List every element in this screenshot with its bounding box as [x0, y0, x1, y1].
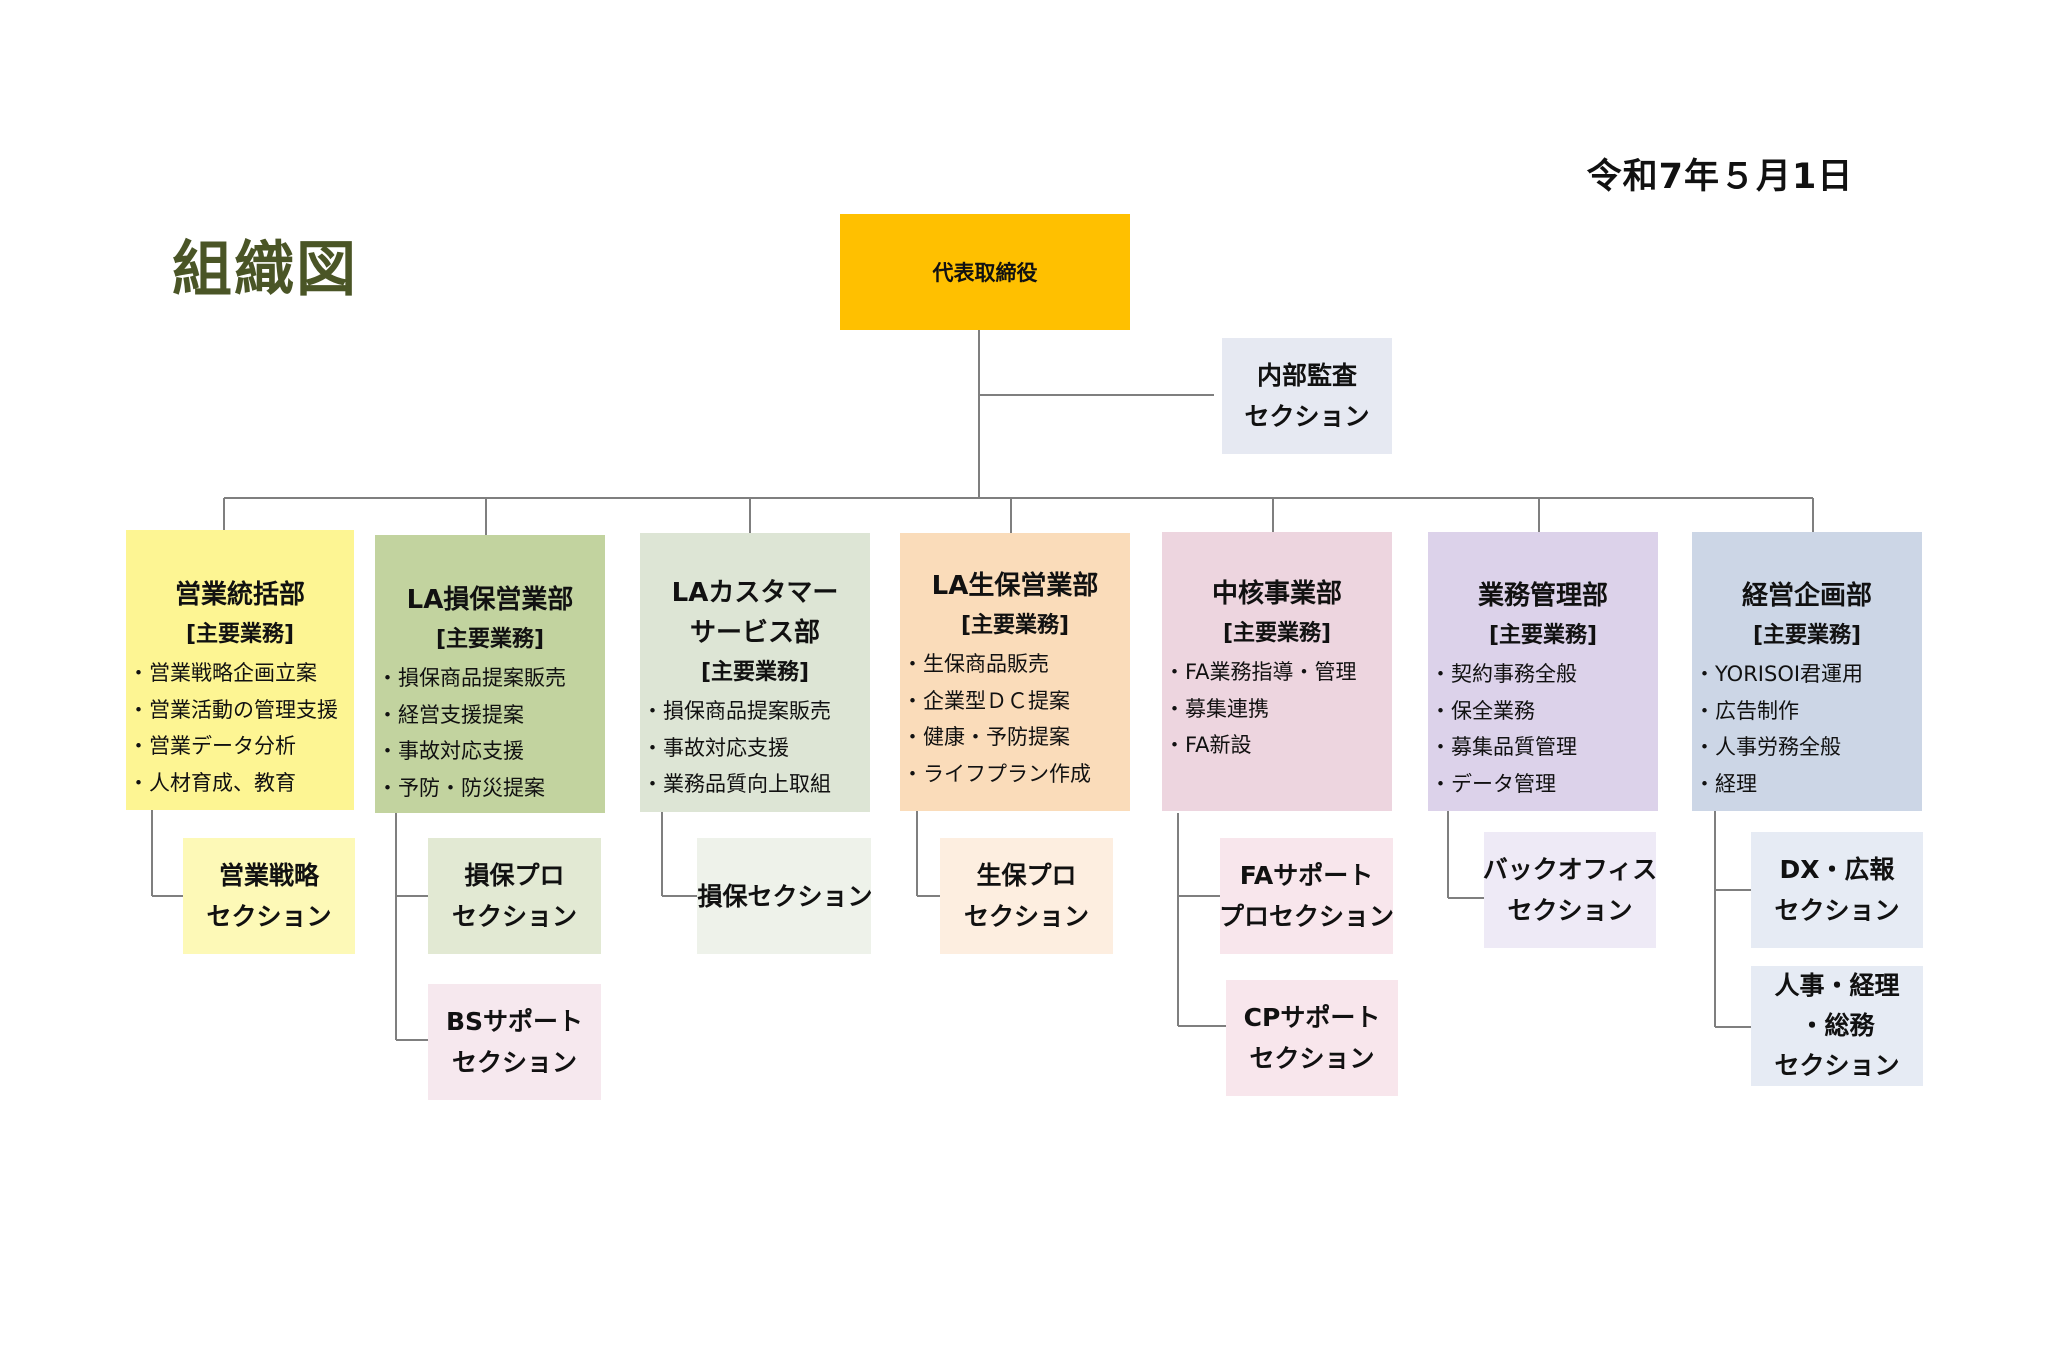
section-label-line-1: 営業戦略 — [218, 861, 319, 890]
department-duties-label: [主要業務] — [1222, 621, 1332, 646]
section-label-line-2: セクション — [451, 902, 577, 931]
duty-item: ・広告制作 — [1694, 698, 1799, 723]
department-duties-label: [主要業務] — [960, 613, 1070, 638]
department-gyomu-kanri: 業務管理部 [主要業務] ・契約事務全般 ・保全業務 ・募集品質管理 ・データ管… — [1428, 532, 1658, 811]
page-title: 組織図 — [172, 235, 358, 305]
duty-item: ・営業データ分析 — [128, 734, 296, 758]
section-label-line-2: ・総務 — [1799, 1011, 1875, 1040]
duty-item: ・契約事務全般 — [1430, 662, 1577, 686]
department-name-line-1: LAカスタマー — [671, 578, 839, 608]
department-duties-list: ・YORISOI君運用 ・広告制作 ・人事労務全般 ・経理 — [1692, 656, 1922, 802]
issue-date: 令和7年５月1日 — [1586, 157, 1854, 197]
department-duties-label: [主要業務] — [1752, 623, 1862, 648]
duty-item: ・生保商品販売 — [902, 652, 1049, 676]
department-name: 業務管理部 — [1477, 581, 1608, 611]
department-la-seiho: LA生保営業部 [主要業務] ・生保商品販売 ・企業型ＤＣ提案 ・健康・予防提案… — [900, 533, 1130, 811]
department-duties-label: [主要業務] — [700, 660, 810, 685]
section-label-line-1: CPサポート — [1243, 1003, 1381, 1032]
audit-section-label-line-2: セクション — [1244, 402, 1370, 431]
department-duties-label: [主要業務] — [435, 627, 545, 652]
section-back-office: バックオフィス セクション — [1482, 832, 1658, 948]
department-duties-list: ・損保商品提案販売 ・経営支援提案 ・事故対応支援 ・予防・防災提案 — [375, 660, 605, 806]
duty-item: ・損保商品提案販売 — [377, 666, 566, 690]
section-label-line-2: セクション — [1774, 896, 1900, 925]
duty-item: ・営業戦略企画立案 — [128, 661, 317, 685]
section-label-line-2: セクション — [206, 902, 332, 931]
section-dx-koho: DX・広報 セクション — [1751, 832, 1923, 948]
duty-item: ・YORISOI君運用 — [1694, 662, 1864, 686]
section-sonpo: 損保セクション — [697, 838, 873, 954]
department-name: 経営企画部 — [1741, 581, 1872, 611]
department-duties-list: ・営業戦略企画立案 ・営業活動の管理支援 ・営業データ分析 ・人材育成、教育 — [126, 655, 354, 801]
department-duties-list: ・FA業務指導・管理 ・募集連携 ・FA新設 — [1162, 654, 1392, 764]
section-seiho-pro: 生保プロ セクション — [940, 838, 1113, 954]
duty-item: ・募集品質管理 — [1430, 735, 1577, 759]
department-duties-list: ・損保商品提案販売 ・事故対応支援 ・業務品質向上取組 — [640, 693, 870, 803]
section-label-line-2: セクション — [451, 1048, 577, 1077]
department-duties-list: ・契約事務全般 ・保全業務 ・募集品質管理 ・データ管理 — [1428, 656, 1658, 802]
department-chukaku: 中核事業部 [主要業務] ・FA業務指導・管理 ・募集連携 ・FA新設 — [1162, 532, 1392, 811]
section-label-line-1: DX・広報 — [1779, 855, 1895, 884]
department-name: LA生保営業部 — [931, 571, 1099, 601]
section-label-line-1: 損保セクション — [697, 881, 873, 911]
duty-item: ・企業型ＤＣ提案 — [902, 688, 1070, 713]
duty-item: ・予防・防災提案 — [377, 775, 545, 800]
duty-item: ・FA業務指導・管理 — [1164, 660, 1357, 684]
section-label-line-1: 生保プロ — [976, 861, 1077, 890]
section-label-line-1: バックオフィス — [1482, 855, 1658, 884]
duty-item: ・業務品質向上取組 — [642, 772, 831, 796]
duty-item: ・経営支援提案 — [377, 702, 524, 727]
section-sonpo-pro: 損保プロ セクション — [428, 838, 601, 954]
department-name: LA損保営業部 — [406, 585, 574, 615]
section-fa-support-pro: FAサポート プロセクション — [1219, 838, 1395, 954]
section-label-line-1: FAサポート — [1239, 861, 1374, 890]
section-label-line-2: プロセクション — [1219, 902, 1395, 931]
duty-item: ・人材育成、教育 — [128, 770, 296, 795]
department-la-customer-service: LAカスタマー サービス部 [主要業務] ・損保商品提案販売 ・事故対応支援 ・… — [640, 533, 870, 812]
section-cp-support: CPサポート セクション — [1226, 980, 1398, 1096]
ceo-box: 代表取締役 — [840, 214, 1130, 330]
department-duties-label: [主要業務] — [1488, 623, 1598, 648]
duty-item: ・健康・予防提案 — [902, 725, 1070, 749]
duty-item: ・営業活動の管理支援 — [128, 697, 338, 722]
duty-item: ・ライフプラン作成 — [902, 761, 1091, 786]
department-keiei-kikaku: 経営企画部 [主要業務] ・YORISOI君運用 ・広告制作 ・人事労務全般 ・… — [1692, 532, 1922, 811]
department-duties-label: [主要業務] — [185, 622, 295, 647]
section-label-line-2: セクション — [1507, 896, 1633, 925]
duty-item: ・FA新設 — [1164, 733, 1252, 757]
section-eigyo-senryaku: 営業戦略 セクション — [183, 838, 355, 954]
department-name-line-2: サービス部 — [689, 618, 820, 648]
duty-item: ・事故対応支援 — [377, 739, 524, 763]
section-label-line-1: BSサポート — [445, 1007, 584, 1036]
section-jinji-keiri-somu: 人事・経理 ・総務 セクション — [1751, 966, 1923, 1086]
section-label-line-1: 人事・経理 — [1774, 971, 1900, 1000]
audit-section-box: 内部監査 セクション — [1222, 338, 1392, 454]
section-label-line-1: 損保プロ — [464, 861, 565, 890]
section-label-line-3: セクション — [1774, 1051, 1900, 1080]
department-duties-list: ・生保商品販売 ・企業型ＤＣ提案 ・健康・予防提案 ・ライフプラン作成 — [900, 646, 1130, 792]
duty-item: ・事故対応支援 — [642, 735, 789, 760]
section-bs-support: BSサポート セクション — [428, 984, 601, 1100]
duty-item: ・人事労務全般 — [1694, 735, 1841, 759]
department-name: 中核事業部 — [1211, 579, 1342, 609]
section-label-line-2: セクション — [1249, 1044, 1375, 1073]
ceo-label: 代表取締役 — [932, 261, 1038, 285]
duty-item: ・保全業務 — [1430, 698, 1535, 723]
duty-item: ・募集連携 — [1164, 696, 1269, 721]
duty-item: ・データ管理 — [1430, 771, 1556, 796]
department-la-sonpo: LA損保営業部 [主要業務] ・損保商品提案販売 ・経営支援提案 ・事故対応支援… — [375, 535, 605, 813]
section-label-line-2: セクション — [963, 902, 1089, 931]
duty-item: ・損保商品提案販売 — [642, 699, 831, 723]
department-eigyo-tokatsu: 営業統括部 [主要業務] ・営業戦略企画立案 ・営業活動の管理支援 ・営業データ… — [126, 530, 354, 810]
department-name: 営業統括部 — [174, 580, 305, 610]
audit-section-label-line-1: 内部監査 — [1256, 361, 1357, 390]
duty-item: ・経理 — [1694, 771, 1757, 796]
